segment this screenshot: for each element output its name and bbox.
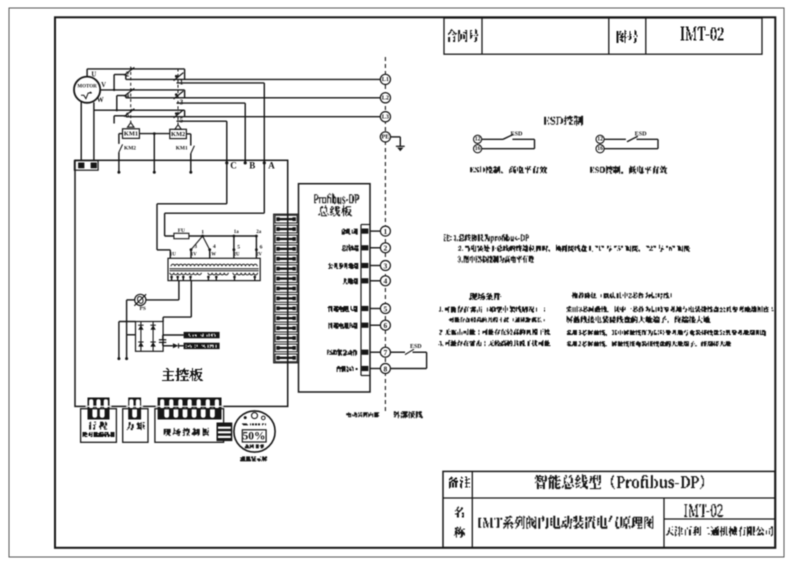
svg-text:16: 16 (475, 146, 481, 152)
svg-text:1: 1 (201, 230, 204, 236)
svg-text:A: A (268, 161, 275, 171)
svg-text:6: 6 (260, 245, 263, 251)
svg-text:12: 12 (597, 137, 603, 143)
svg-text:U: U (91, 71, 96, 78)
svg-text:V: V (101, 82, 106, 89)
svg-text:C: C (230, 161, 237, 171)
svg-text:2: 2 (384, 244, 388, 253)
svg-text:1a: 1a (234, 230, 240, 235)
svg-text:2: 2 (126, 72, 130, 79)
svg-text:KM2: KM2 (124, 146, 136, 152)
svg-text:8: 8 (384, 364, 388, 373)
svg-text:5: 5 (384, 304, 388, 313)
svg-text:7: 7 (384, 348, 388, 357)
svg-text:1V: 1V (191, 253, 197, 258)
svg-text:1U: 1U (170, 253, 177, 258)
svg-text:ESD: ESD (635, 130, 648, 137)
svg-text:3: 3 (384, 261, 388, 270)
svg-text:PS: PS (140, 306, 146, 312)
svg-text:1: 1 (384, 227, 388, 236)
svg-text:L3: L3 (382, 114, 389, 121)
svg-text:KM2: KM2 (171, 131, 185, 138)
svg-text:3: 3 (180, 100, 184, 107)
svg-text:B: B (249, 161, 255, 171)
svg-text:2U: 2U (234, 253, 240, 258)
svg-text:2V: 2V (256, 253, 262, 258)
svg-text:KM1: KM1 (124, 131, 138, 138)
svg-text:1: 1 (180, 79, 184, 86)
svg-text:4: 4 (384, 277, 388, 286)
svg-text:6: 6 (384, 321, 388, 330)
svg-text:KM1: KM1 (176, 146, 188, 152)
svg-text:50%: 50% (243, 430, 266, 442)
svg-text:FU: FU (178, 228, 185, 234)
svg-text:L1: L1 (382, 76, 389, 83)
svg-text:3: 3 (194, 244, 197, 250)
svg-text:ESD: ESD (410, 344, 422, 350)
svg-text:2a: 2a (256, 230, 262, 235)
svg-text:1W: 1W (209, 253, 216, 258)
svg-text:5: 5 (237, 245, 240, 251)
svg-text:4: 4 (213, 244, 216, 250)
svg-text:4: 4 (126, 93, 130, 100)
svg-text:L2: L2 (382, 95, 389, 102)
svg-text:ESD: ESD (510, 130, 523, 137)
svg-text:PE: PE (381, 134, 389, 141)
svg-text:W: W (97, 97, 104, 104)
svg-text:12: 12 (475, 137, 481, 143)
svg-text:MOTOR: MOTOR (77, 85, 97, 90)
svg-text:5: 5 (180, 118, 184, 125)
svg-text:16: 16 (597, 146, 603, 152)
